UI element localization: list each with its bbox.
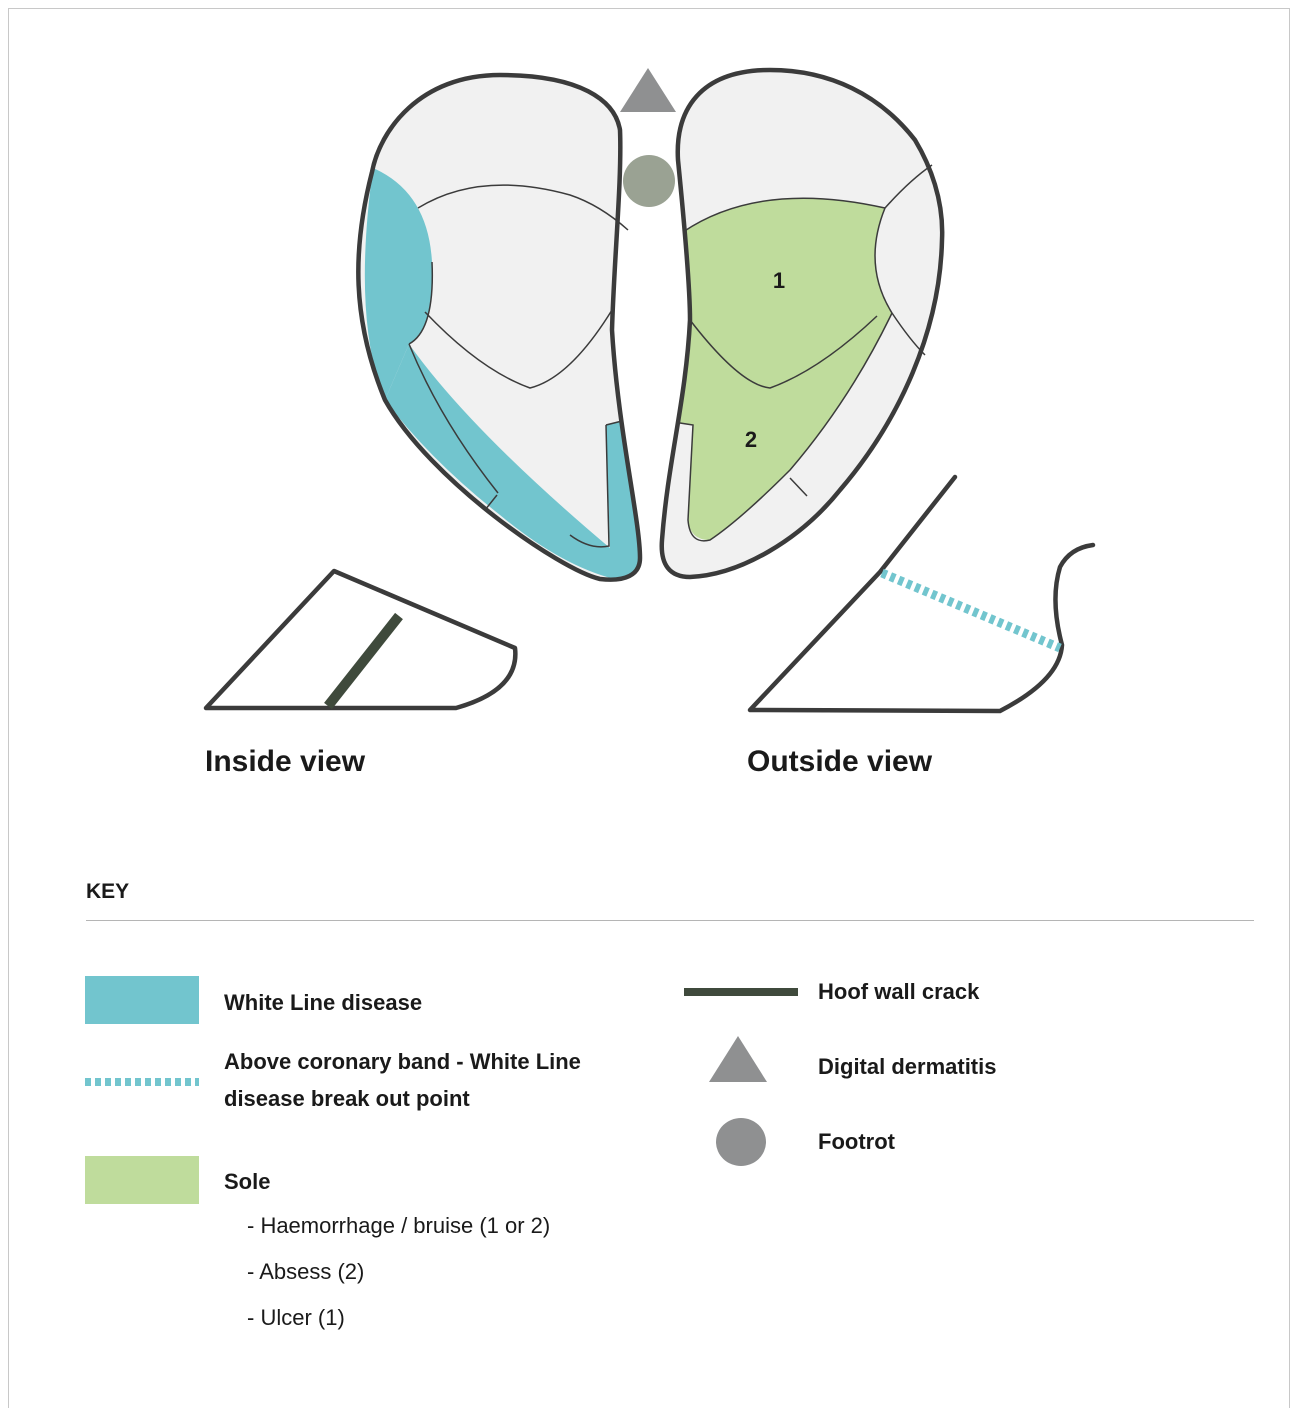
zone-2-label: 2 xyxy=(745,427,757,452)
left-claw xyxy=(358,75,640,580)
sole-subitem-ulcer: - Ulcer (1) xyxy=(247,1305,345,1331)
key-label-footrot: Footrot xyxy=(818,1123,895,1160)
footrot-marker xyxy=(623,155,675,207)
key-divider xyxy=(86,920,1254,921)
key-label-hoof-wall-crack: Hoof wall crack xyxy=(818,973,979,1010)
dotted-line-icon xyxy=(85,1078,199,1086)
digital-dermatitis-marker xyxy=(620,68,676,112)
sole-swatch-icon xyxy=(85,1156,199,1204)
zone-1-label: 1 xyxy=(773,268,785,293)
white-line-break-out-mark xyxy=(882,573,1060,648)
hoof-wall-crack-line-icon xyxy=(684,988,798,996)
key-label-coronary-band: Above coronary band - White Line disease… xyxy=(224,1043,664,1117)
inside-view-shape xyxy=(206,571,515,708)
key-label-white-line: White Line disease xyxy=(224,984,422,1021)
key-label-sole: Sole xyxy=(224,1163,270,1200)
triangle-icon xyxy=(709,1036,767,1082)
outside-view-label: Outside view xyxy=(747,745,932,779)
right-claw xyxy=(662,70,942,577)
inside-view-label: Inside view xyxy=(205,745,365,779)
white-line-swatch-icon xyxy=(85,976,199,1024)
hoof-diagram: 1 2 xyxy=(0,0,1292,800)
key-label-digital-dermatitis: Digital dermatitis xyxy=(818,1048,996,1085)
key-title: KEY xyxy=(86,880,129,904)
sole-subitem-haemorrhage: - Haemorrhage / bruise (1 or 2) xyxy=(247,1213,550,1239)
circle-icon xyxy=(716,1118,766,1166)
sole-subitem-absess: - Absess (2) xyxy=(247,1259,364,1285)
